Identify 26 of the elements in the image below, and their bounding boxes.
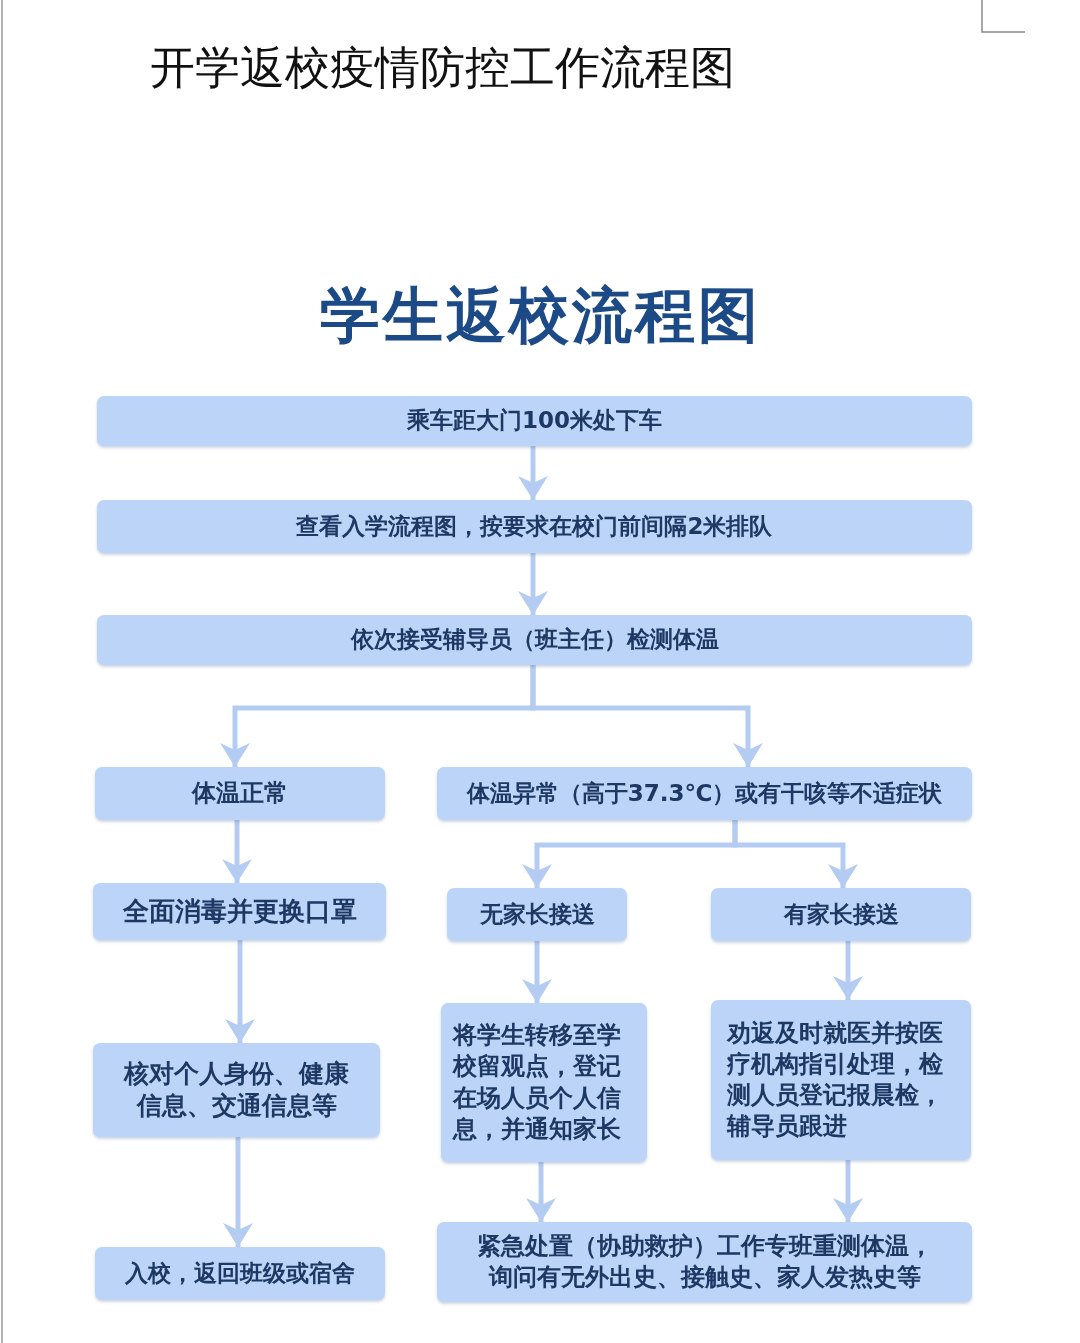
arrow <box>526 1162 556 1222</box>
process-box: 查看入学流程图，按要求在校门前间隔2米排队 <box>97 500 972 553</box>
arrow <box>833 1160 863 1222</box>
process-box: 有家长接送 <box>711 888 971 941</box>
process-box: 核对个人身份、健康信息、交通信息等 <box>93 1043 380 1137</box>
arrow <box>530 665 763 767</box>
arrow <box>223 1137 253 1247</box>
arrow <box>522 941 552 1003</box>
process-box: 无家长接送 <box>447 888 627 941</box>
process-box: 将学生转移至学校留观点，登记在场人员个人信息，并通知家长 <box>441 1003 647 1162</box>
process-box: 体温正常 <box>95 767 385 820</box>
arrow <box>833 941 863 1000</box>
process-box: 紧急处置（协助救护）工作专班重测体温，询问有无外出史、接触史、家人发热史等 <box>437 1222 972 1302</box>
process-box: 全面消毒并更换口罩 <box>93 883 386 940</box>
process-box: 体温异常（高于37.3℃）或有干咳等不适症状 <box>437 767 972 820</box>
arrow <box>732 820 858 888</box>
process-box: 依次接受辅导员（班主任）检测体温 <box>97 615 972 665</box>
arrow <box>222 820 252 883</box>
arrow <box>225 940 255 1043</box>
heading: 学生返校流程图 <box>318 279 762 352</box>
title: 开学返校疫情防控工作流程图 <box>150 40 735 96</box>
process-box: 入校，返回班级或宿舍 <box>95 1247 385 1300</box>
arrow <box>518 553 548 615</box>
process-box: 劝返及时就医并按医疗机构指引处理，检测人员登记报晨检，辅导员跟进 <box>711 1000 971 1160</box>
process-box: 乘车距大门100米处下车 <box>97 396 972 446</box>
arrow <box>518 446 548 500</box>
